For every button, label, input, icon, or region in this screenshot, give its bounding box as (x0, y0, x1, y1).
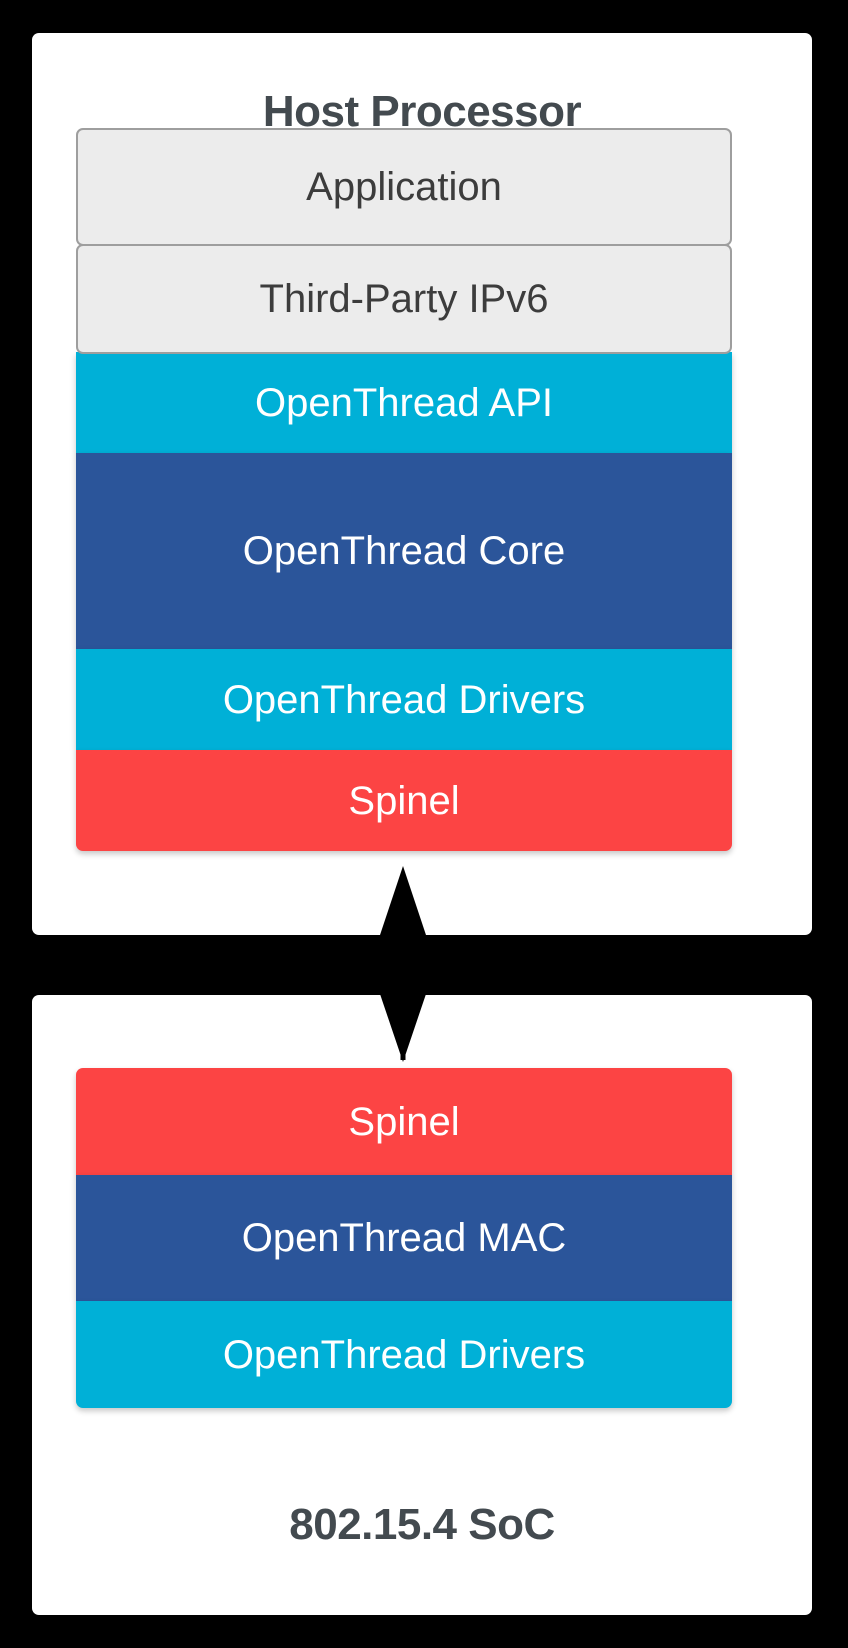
layer-spinel-soc-label: Spinel (348, 1099, 460, 1144)
layer-openthread-drivers-soc: OpenThread Drivers (76, 1301, 732, 1408)
panel-host-processor-title: Host Processor (262, 87, 582, 136)
layer-spinel-soc: Spinel (76, 1068, 732, 1175)
layer-spinel-host: Spinel (76, 750, 732, 851)
layer-openthread-core-label: OpenThread Core (242, 529, 566, 573)
layer-application-label: Application (306, 165, 502, 209)
layer-openthread-drivers-host-label: OpenThread Drivers (222, 677, 586, 722)
layer-third-party-ipv6: Third-Party IPv6 (76, 244, 732, 354)
layer-spinel-host-label: Spinel (348, 778, 460, 823)
layer-openthread-drivers-soc-label: OpenThread Drivers (222, 1332, 586, 1377)
layer-openthread-mac-label: OpenThread MAC (241, 1216, 567, 1260)
layer-application: Application (76, 128, 732, 246)
layer-stack-host: Application Third-Party IPv6 OpenThread … (76, 128, 732, 851)
layer-openthread-api-label: OpenThread API (255, 380, 553, 425)
layer-openthread-mac: OpenThread MAC (76, 1175, 732, 1301)
layer-openthread-api: OpenThread API (76, 352, 732, 453)
layer-openthread-drivers-host: OpenThread Drivers (76, 649, 732, 750)
panel-802-15-4-soc: Spinel OpenThread MAC OpenThread Drivers… (32, 995, 812, 1615)
layer-openthread-core: OpenThread Core (76, 453, 732, 649)
layer-stack-soc: Spinel OpenThread MAC OpenThread Drivers (76, 1068, 732, 1408)
panel-802-15-4-soc-title: 802.15.4 SoC (289, 1500, 555, 1549)
layer-third-party-ipv6-label: Third-Party IPv6 (259, 277, 549, 321)
panel-host-processor: Host Processor Application Third-Party I… (32, 33, 812, 935)
